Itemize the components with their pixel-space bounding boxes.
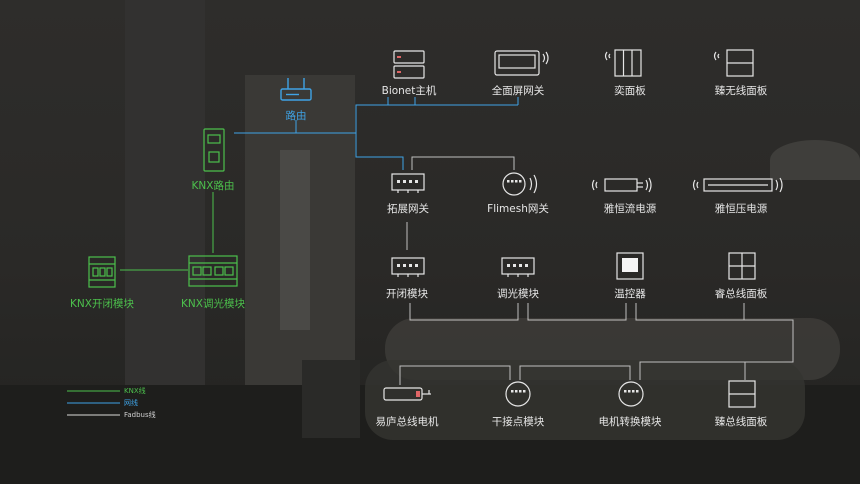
switch-module-label: 开闭模块 bbox=[386, 288, 428, 300]
background-wall-panel bbox=[125, 0, 205, 385]
dimmer-module-icon bbox=[501, 257, 535, 277]
thermostat-label: 温控器 bbox=[614, 288, 646, 300]
panel-icon bbox=[604, 49, 642, 77]
background-lamp-shade bbox=[770, 140, 860, 180]
fadbus-line-row4b bbox=[519, 365, 631, 380]
constant-current-driver-icon bbox=[591, 177, 652, 193]
bus-panel-icon bbox=[728, 252, 756, 280]
flimesh-gateway-icon bbox=[502, 172, 538, 196]
switch-module-icon bbox=[391, 257, 425, 277]
motor-converter-icon bbox=[618, 381, 644, 407]
fadbus-line-row3b bbox=[527, 303, 627, 321]
bus-panel-icon bbox=[728, 380, 756, 408]
router-icon bbox=[280, 78, 312, 101]
wireless-panel-label: 臻无线面板 bbox=[714, 85, 768, 97]
wireless-panel-icon bbox=[713, 49, 754, 77]
background-plant-pot bbox=[302, 360, 360, 438]
dry-contact-module-label: 干接点模块 bbox=[491, 416, 545, 428]
bus-motor-label: 易庐总线电机 bbox=[375, 416, 439, 428]
background-sofa-seat bbox=[365, 360, 805, 440]
screen-gateway-icon bbox=[494, 50, 549, 76]
background-door bbox=[280, 150, 310, 330]
knx-dimmer-module-icon bbox=[188, 255, 238, 287]
rui-bus-panel-label: 睿总线面板 bbox=[714, 288, 768, 300]
thermostat-icon bbox=[616, 252, 644, 280]
fadbus-line-right bbox=[744, 319, 794, 380]
zhen-bus-panel-label: 臻总线面板 bbox=[714, 416, 768, 428]
flimesh-gateway-label: Flimesh网关 bbox=[487, 203, 549, 215]
host-icon bbox=[393, 50, 425, 79]
fullscreen-gateway-label: 全面屏网关 bbox=[491, 85, 545, 97]
net-line-router-ext bbox=[355, 133, 404, 170]
dry-contact-module-icon bbox=[505, 381, 531, 407]
knx-switch-module-icon bbox=[88, 256, 116, 288]
dimmer-module-label: 调光模块 bbox=[497, 288, 539, 300]
fadbus-line-row4c bbox=[399, 365, 511, 385]
fadbus-line-row3 bbox=[409, 303, 519, 321]
panel-label: 奕面板 bbox=[614, 85, 646, 97]
knx-switch-module-label: KNX开闭模块 bbox=[70, 298, 134, 310]
fadbus-line-row4 bbox=[639, 361, 745, 380]
router-label: 路由 bbox=[285, 110, 307, 122]
legend-knx-label: KNX线 bbox=[124, 387, 146, 395]
extension-gateway-icon bbox=[391, 173, 425, 193]
net-line-router-hosts bbox=[296, 97, 416, 134]
extension-gateway-label: 拓展网关 bbox=[387, 203, 429, 215]
motor-converter-label: 电机转换模块 bbox=[598, 416, 662, 428]
bus-motor-icon bbox=[383, 387, 431, 401]
legend-net-label: 网线 bbox=[124, 399, 138, 407]
fadbus-line-ext-flimesh bbox=[411, 156, 515, 170]
constant-voltage-driver-icon bbox=[692, 177, 783, 193]
bionet-host-label: Bionet主机 bbox=[381, 85, 437, 97]
constant-voltage-driver-label: 雅恒压电源 bbox=[714, 203, 768, 215]
fadbus-line-row3c bbox=[635, 303, 745, 321]
legend-fadbus-label: Fadbus线 bbox=[124, 411, 156, 419]
knx-router-label: KNX路由 bbox=[191, 180, 235, 192]
knx-router-icon bbox=[203, 128, 225, 172]
knx-dimmer-module-label: KNX调光模块 bbox=[181, 298, 245, 310]
constant-current-driver-label: 雅恒流电源 bbox=[603, 203, 657, 215]
